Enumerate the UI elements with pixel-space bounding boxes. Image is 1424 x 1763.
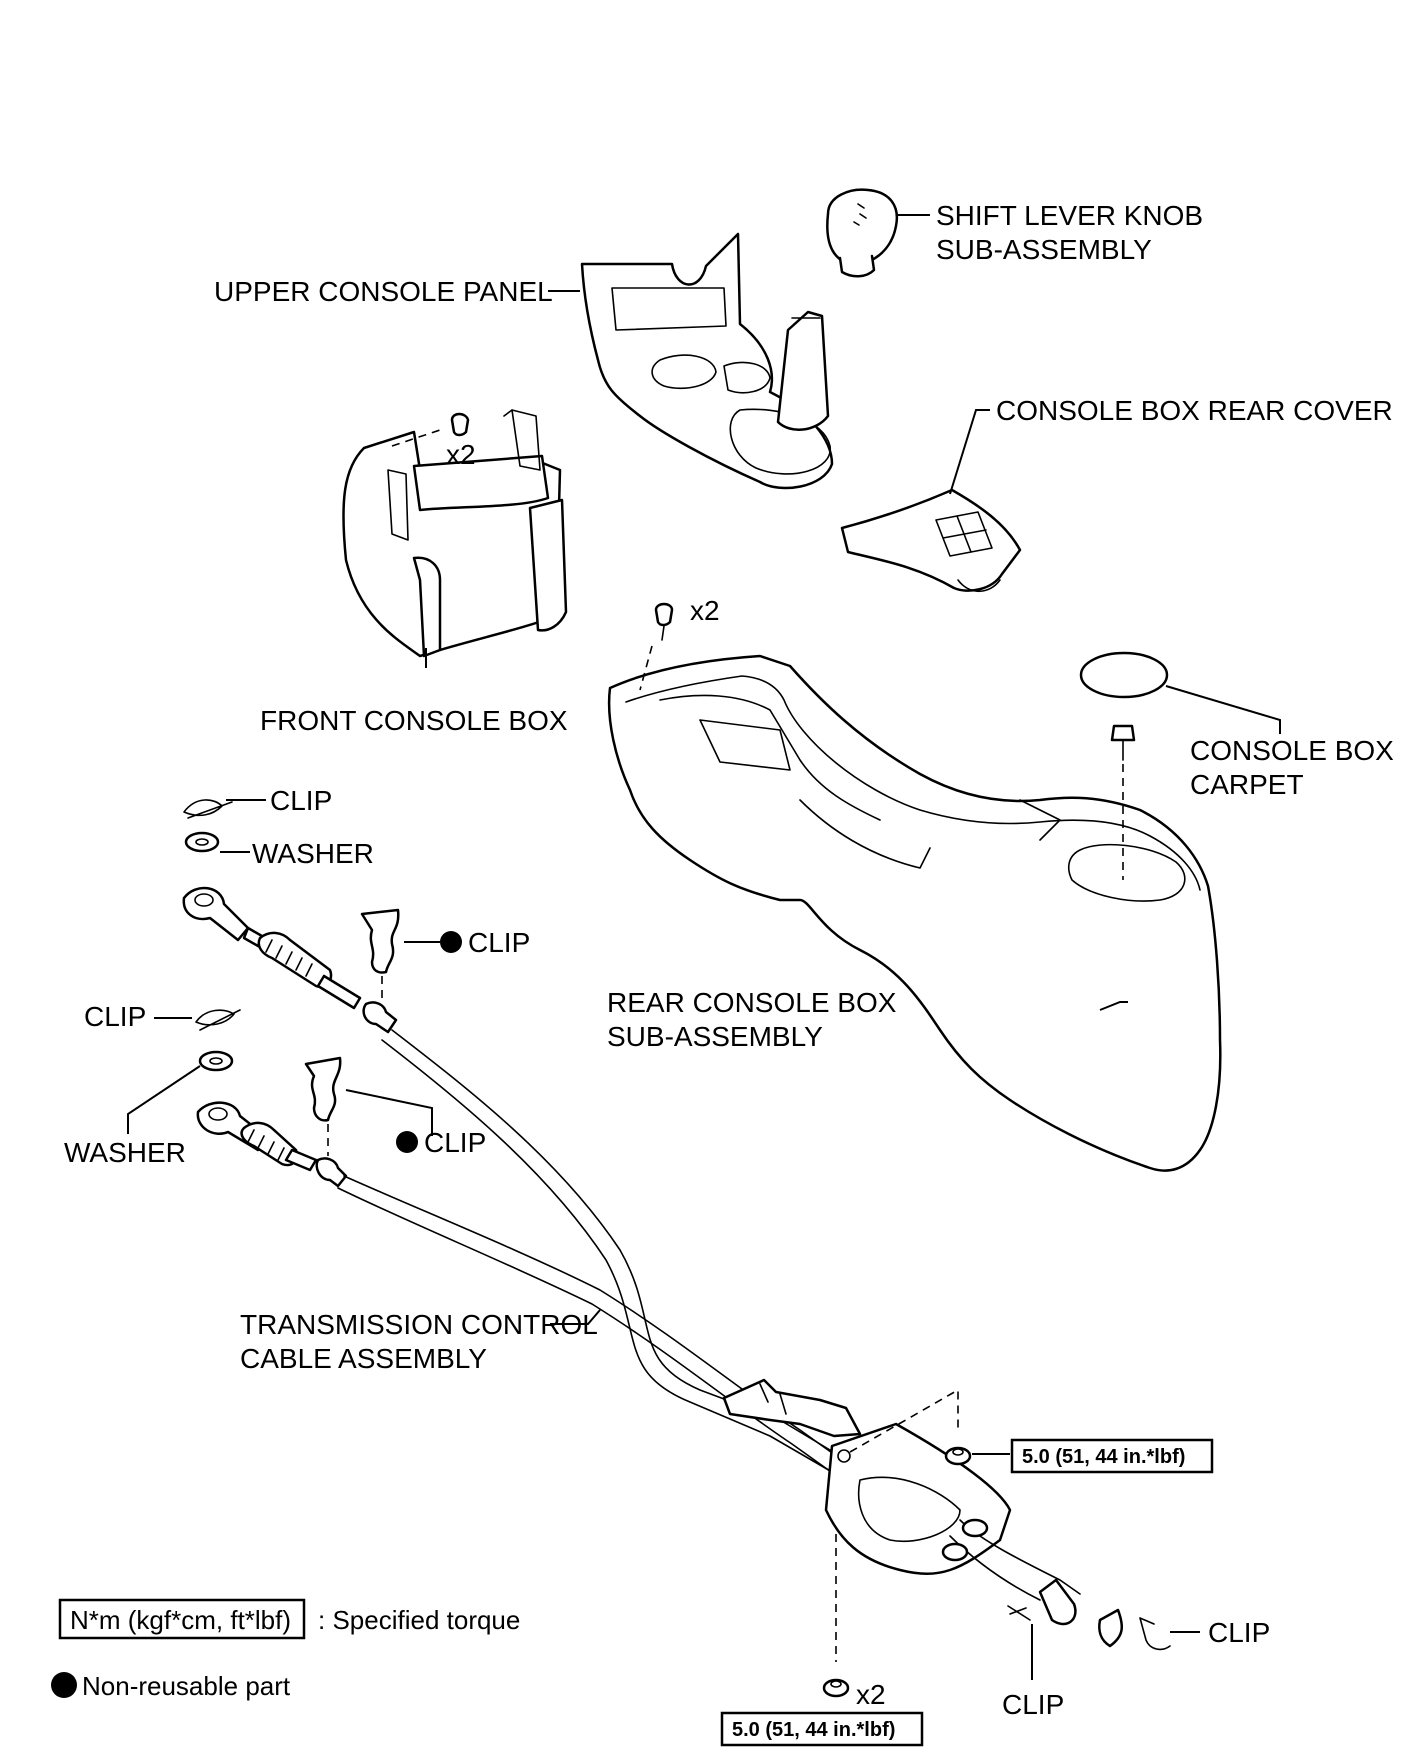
- legend-torque-units: N*m (kgf*cm, ft*lbf): [70, 1605, 291, 1635]
- label-qty-nut: x2: [856, 1679, 886, 1710]
- console-box-carpet: [1079, 651, 1169, 699]
- shift-cable-base-plate: [824, 1422, 1012, 1575]
- label-clip-lower: CLIP: [84, 1001, 146, 1032]
- leader-rear-cover: [949, 409, 990, 495]
- clip-bottom-center: [1007, 1605, 1031, 1621]
- torque-box-upper: [1010, 1438, 1214, 1474]
- cable-end-lower: [196, 1101, 348, 1188]
- torque-box-lower: [720, 1711, 924, 1747]
- leader-carpet: [1165, 685, 1281, 734]
- label-shift-knob-1: SHIFT LEVER KNOB: [936, 200, 1203, 231]
- legend-torque-desc: : Specified torque: [318, 1605, 520, 1635]
- label-qty-rear: x2: [690, 595, 720, 626]
- washer-upper: [184, 831, 220, 853]
- legend-nonreusable-text: Non-reusable part: [82, 1671, 291, 1701]
- leader-clip-nr-lower: [345, 1089, 433, 1136]
- label-carpet-1: CONSOLE BOX: [1190, 735, 1394, 766]
- legend-nonreusable-icon: [51, 1672, 77, 1698]
- dashed-screw-line-rear: [639, 645, 653, 691]
- rear-console-box-sub-assembly: [607, 654, 1222, 1172]
- label-rear-cover: CONSOLE BOX REAR COVER: [996, 395, 1393, 426]
- label-clip-bc: CLIP: [1002, 1689, 1064, 1720]
- nonreusable-marker-icon: [396, 1131, 418, 1153]
- label-shift-knob-2: SUB-ASSEMBLY: [936, 234, 1152, 265]
- label-tcca-1: TRANSMISSION CONTROL: [240, 1309, 598, 1340]
- spring-clip-upper: [360, 908, 400, 974]
- label-clip-upper: CLIP: [270, 785, 332, 816]
- cable-bracket: [722, 1378, 862, 1438]
- upper-console-panel: [580, 232, 834, 490]
- console-box-rear-cover: [840, 488, 1022, 593]
- nut-icon: [822, 1678, 850, 1698]
- cable-end-lower-right: [941, 1518, 1124, 1648]
- label-upper-console: UPPER CONSOLE PANEL: [214, 276, 553, 307]
- label-carpet-2: CARPET: [1190, 769, 1304, 800]
- label-qty-front: x2: [446, 439, 476, 470]
- label-rear-console-2: SUB-ASSEMBLY: [607, 1021, 823, 1052]
- front-console-box: [342, 409, 568, 658]
- clip-bottom-right: [1139, 1617, 1171, 1651]
- spring-clip-lower: [304, 1056, 342, 1122]
- label-washer-lower: WASHER: [64, 1137, 186, 1168]
- label-clip-br: CLIP: [1208, 1617, 1270, 1648]
- leader-washer-lower: [127, 1065, 201, 1134]
- screw-icon: [450, 412, 470, 437]
- label-front-console: FRONT CONSOLE BOX: [260, 705, 568, 736]
- cable-end-upper: [182, 886, 398, 1034]
- screw-icon: [654, 602, 674, 641]
- bolt-icon: [1110, 724, 1136, 761]
- washer-lower: [198, 1050, 234, 1072]
- legend-torque-box: [58, 1598, 306, 1640]
- label-washer-upper: WASHER: [252, 838, 374, 869]
- label-clip-nr-upper: CLIP: [468, 927, 530, 958]
- leader-tcca: [550, 1309, 601, 1325]
- label-tcca-2: CABLE ASSEMBLY: [240, 1343, 487, 1374]
- clip-upper: [183, 799, 233, 819]
- clip-lower: [195, 1009, 241, 1031]
- torque-value-upper: 5.0 (51, 44 in.*lbf): [1022, 1446, 1185, 1468]
- shift-lever-knob: [826, 188, 899, 278]
- torque-value-lower: 5.0 (51, 44 in.*lbf): [732, 1719, 895, 1741]
- nut-icon: [944, 1446, 972, 1466]
- dashed-screw-line-front: [391, 429, 441, 447]
- label-clip-nr-lower: CLIP: [424, 1127, 486, 1158]
- label-rear-console-1: REAR CONSOLE BOX: [607, 987, 897, 1018]
- nonreusable-marker-icon: [440, 931, 462, 953]
- leader-rear-console: [1099, 1001, 1128, 1011]
